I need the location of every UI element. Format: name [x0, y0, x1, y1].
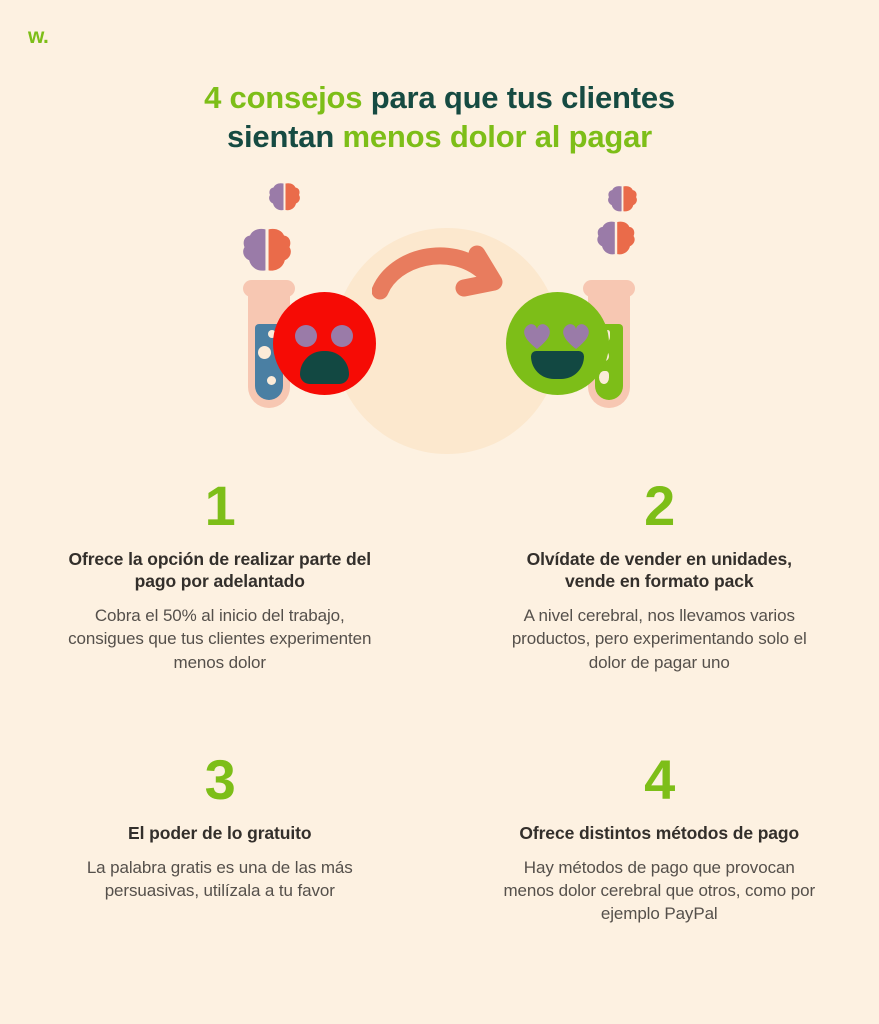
tip-body: La palabra gratis es una de las más pers… — [86, 857, 353, 900]
bubble-icon — [267, 376, 276, 385]
tip-number: 4 — [644, 748, 675, 812]
bubble-icon — [258, 346, 271, 359]
heart-eye-right-icon — [563, 324, 589, 349]
bubble-icon — [599, 371, 609, 384]
brand-logo: w. — [28, 25, 49, 48]
title-plain-2: sientan — [226, 119, 335, 155]
tip-number: 3 — [204, 748, 236, 812]
eye-left-icon — [295, 325, 317, 347]
tip-card-2: 2 Olvídate de vender en unidades, vende … — [440, 478, 879, 674]
frowning-mouth-icon — [300, 351, 349, 384]
tip-number: 1 — [204, 474, 236, 537]
tube-lip — [243, 280, 295, 297]
tube-lip — [583, 280, 635, 297]
tip-card-4: 4 Ofrece distintos métodos de pago Hay m… — [440, 752, 879, 926]
smiling-mouth-icon — [531, 351, 584, 379]
tip-body: A nivel cerebral, nos llevamos varios pr… — [511, 605, 807, 672]
tip-body: Hay métodos de pago que provocan menos d… — [503, 857, 816, 924]
brain-icon — [596, 220, 636, 258]
title-plain-1: para que tus clientes — [362, 79, 675, 115]
brain-icon — [268, 182, 301, 213]
tip-heading: Ofrece distintos métodos de pago — [519, 823, 800, 844]
hero-illustration — [0, 170, 879, 480]
tip-card-1: 1 Ofrece la opción de realizar parte del… — [0, 478, 440, 674]
tip-card-3: 3 El poder de lo gratuito La palabra gra… — [0, 752, 440, 926]
tip-heading: Olvídate de vender en unidades, vende en… — [526, 549, 792, 592]
title-highlight-2: menos dolor al pagar — [334, 119, 653, 155]
tips-row-2: 3 El poder de lo gratuito La palabra gra… — [0, 752, 879, 926]
tip-heading: El poder de lo gratuito — [128, 823, 312, 844]
curved-arrow-svg — [371, 245, 503, 300]
tip-number: 2 — [644, 474, 675, 537]
title-highlight-1: 4 consejos — [204, 79, 363, 115]
sad-face-emoji — [273, 292, 376, 395]
tips-row-1: 1 Ofrece la opción de realizar parte del… — [0, 478, 879, 674]
brand-logo-text: w. — [28, 25, 49, 48]
eye-right-icon — [331, 325, 353, 347]
heart-eye-left-icon — [524, 324, 550, 349]
bubble-icon — [268, 330, 276, 338]
curved-arrow-right-icon — [371, 244, 518, 308]
tip-heading: Ofrece la opción de realizar parte del p… — [68, 549, 372, 592]
brain-icon — [607, 185, 640, 216]
tip-body: Cobra el 50% al inicio del trabajo, cons… — [68, 605, 372, 672]
brain-icon-svg — [269, 183, 300, 211]
brain-icon-svg — [597, 221, 635, 255]
brain-icon-svg — [608, 186, 637, 212]
tips-grid: 1 Ofrece la opción de realizar parte del… — [0, 478, 879, 926]
page-title: 4 consejos para que tus clientes sientan… — [0, 78, 879, 157]
heart-eyes-face-emoji — [506, 292, 609, 395]
brain-icon-svg — [243, 228, 291, 271]
brain-icon — [241, 227, 293, 275]
